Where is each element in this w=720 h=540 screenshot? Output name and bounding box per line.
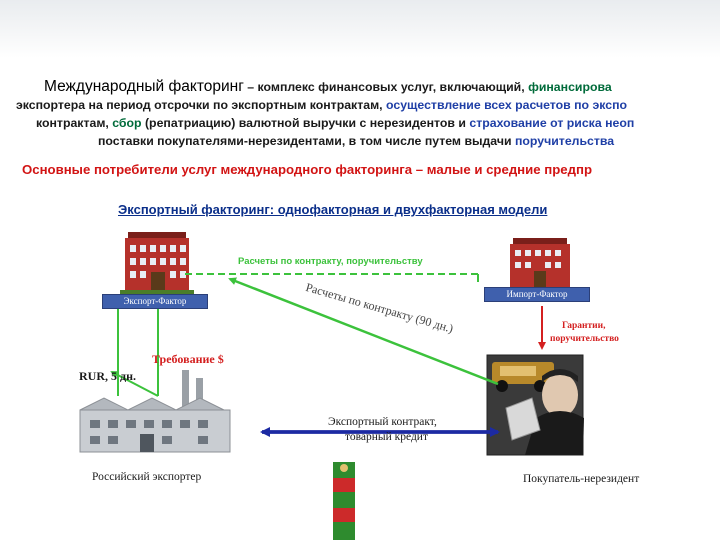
intro-text: поставки покупателями-нерезидентами, в т…	[98, 134, 515, 148]
intro-line-2: экспортера на период отсрочки по экспорт…	[16, 98, 627, 112]
guarantees-label-2: поручительство	[550, 334, 619, 344]
intro-text: – комплекс финансовых услуг, включающий,	[243, 80, 529, 94]
payment-arrow-diagonal	[228, 277, 499, 386]
intro-highlight: финансирова	[528, 80, 612, 94]
intro-highlight: осуществление всех расчетов по экспо	[386, 98, 628, 112]
border-post-icon	[333, 462, 355, 540]
header-background	[0, 0, 720, 58]
contract-label-1: Экспортный контракт,	[328, 416, 437, 428]
intro-text: контрактам,	[36, 116, 113, 130]
main-consumers-text: Основные потребители услуг международног…	[22, 162, 593, 177]
import-factor-box: Импорт-Фактор	[484, 287, 590, 302]
export-factor-box: Экспорт-Фактор	[102, 294, 208, 309]
bank-building-icon	[510, 238, 570, 288]
russian-exporter-label: Российский экспортер	[92, 471, 202, 483]
intro-line-1: Международный факторинг – комплекс финан…	[44, 78, 612, 96]
demand-label: Требование $	[152, 352, 224, 366]
term-international-factoring: Международный факторинг	[44, 78, 244, 95]
rur-arrow	[110, 371, 159, 397]
guarantees-label-1: Гарантии,	[562, 321, 606, 331]
settlements-top-label: Расчеты по контракту, поручительству	[238, 256, 423, 267]
factory-icon	[79, 370, 231, 453]
intro-text: (репатриацию) валютной выручки с нерезид…	[141, 116, 470, 130]
intro-line-3: контрактам, сбор (репатриацию) валютной …	[36, 116, 634, 130]
contract-label-2: товарный кредит	[345, 431, 428, 443]
model-title: Экспортный факторинг: однофакторная и дв…	[118, 202, 548, 217]
intro-highlight: поручительства	[514, 134, 615, 148]
buyer-photo-icon	[486, 354, 584, 456]
rur-label: RUR, 5 дн.	[79, 369, 136, 383]
bank-building-icon	[120, 232, 194, 294]
intro-highlight: страхование от риска неоп	[469, 116, 635, 130]
intro-text: экспортера на период отсрочки по экспорт…	[16, 98, 386, 112]
buyer-label: Покупатель-нерезидент	[523, 473, 640, 485]
intro-highlight: сбор	[112, 116, 142, 130]
intro-line-4: поставки покупателями-нерезидентами, в т…	[98, 134, 614, 148]
